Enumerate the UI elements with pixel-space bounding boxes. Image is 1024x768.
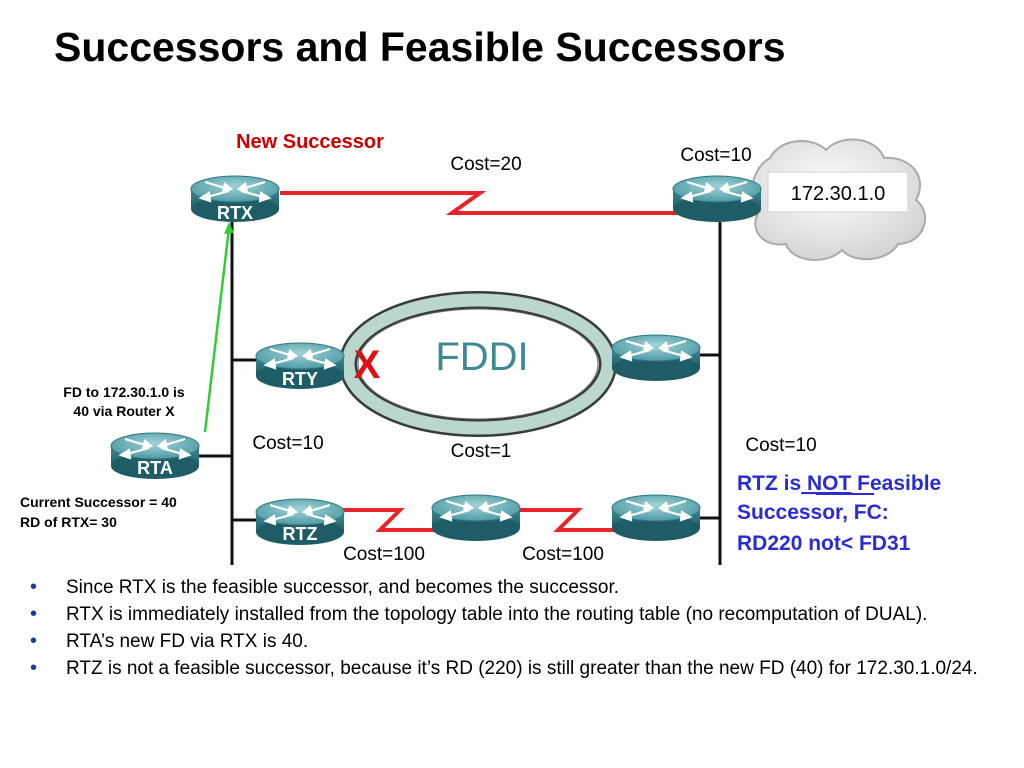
current-successor-line2: RD of RTX= 30 [20, 514, 117, 530]
link-mid-to-right [520, 508, 614, 532]
slide-title: Successors and Feasible Successors [54, 24, 786, 70]
new-successor-path [203, 222, 234, 433]
router-label-rtz: RTZ [283, 524, 318, 544]
cost-label-rtx-dest: Cost=20 [450, 154, 521, 175]
link-rtx-to-dest [280, 191, 680, 215]
cost-label-dest-router: Cost=10 [680, 145, 751, 166]
fddi-ring: FDDI [339, 291, 617, 437]
rtz-feasibility-note: RTZ is NOT Feasible Successor, FC: RD220… [737, 472, 941, 555]
rtz-note-part-a: RTZ is [737, 472, 801, 495]
cost-label-ring: Cost=1 [451, 441, 512, 462]
svg-text:RTZ is NOT Feasible: RTZ is NOT Feasible [737, 472, 941, 495]
cost-label-rta: Cost=10 [252, 433, 323, 454]
bullet-item: RTZ is not a feasible successor, because… [30, 657, 1000, 680]
rtz-note-line3: RD220 not< FD31 [737, 532, 911, 555]
router-label-rta: RTA [137, 458, 173, 478]
link-rtz-to-mid [342, 508, 436, 532]
router-rtx: RTX [189, 174, 281, 224]
router-mid [430, 493, 522, 543]
current-successor-line1: Current Successor = 40 [20, 494, 177, 510]
cost-label-right: Cost=10 [745, 435, 816, 456]
router-right-bottom [610, 493, 702, 543]
destination-network-label: 172.30.1.0 [791, 183, 886, 205]
cost-label-mid-right: Cost=100 [522, 544, 604, 565]
bullet-item: RTX is immediately installed from the to… [30, 603, 1000, 626]
router-rtz: RTZ [254, 497, 346, 547]
rtz-note-not: NOT [801, 472, 851, 495]
router-fddi-right [610, 333, 702, 383]
cost-label-rtz-mid: Cost=100 [343, 544, 425, 565]
bullet-item: Since RTX is the feasible successor, and… [30, 576, 1000, 599]
rtz-note-part-b: Feasible [851, 472, 941, 495]
explanation-bullets: Since RTX is the feasible successor, and… [30, 576, 1000, 684]
network-diagram: 172.30.1.0 FDDI RTX RTY RTA RTZ X Cost=2… [20, 131, 941, 565]
router-label-rtx: RTX [217, 203, 253, 223]
rtz-note-line2: Successor, FC: [737, 501, 889, 524]
router-label-rty: RTY [282, 369, 318, 389]
failure-mark: X [354, 343, 381, 387]
bullet-item: RTA’s new FD via RTX is 40. [30, 630, 1000, 653]
destination-cloud: 172.30.1.0 [751, 138, 927, 262]
new-successor-label: New Successor [236, 131, 384, 153]
fd-note-line2: 40 via Router X [73, 403, 175, 419]
router-dest [671, 174, 763, 224]
fddi-label: FDDI [435, 335, 528, 379]
fd-note-line1: FD to 172.30.1.0 is [63, 384, 185, 400]
router-rta: RTA [109, 431, 201, 481]
router-rty: RTY [254, 341, 346, 391]
